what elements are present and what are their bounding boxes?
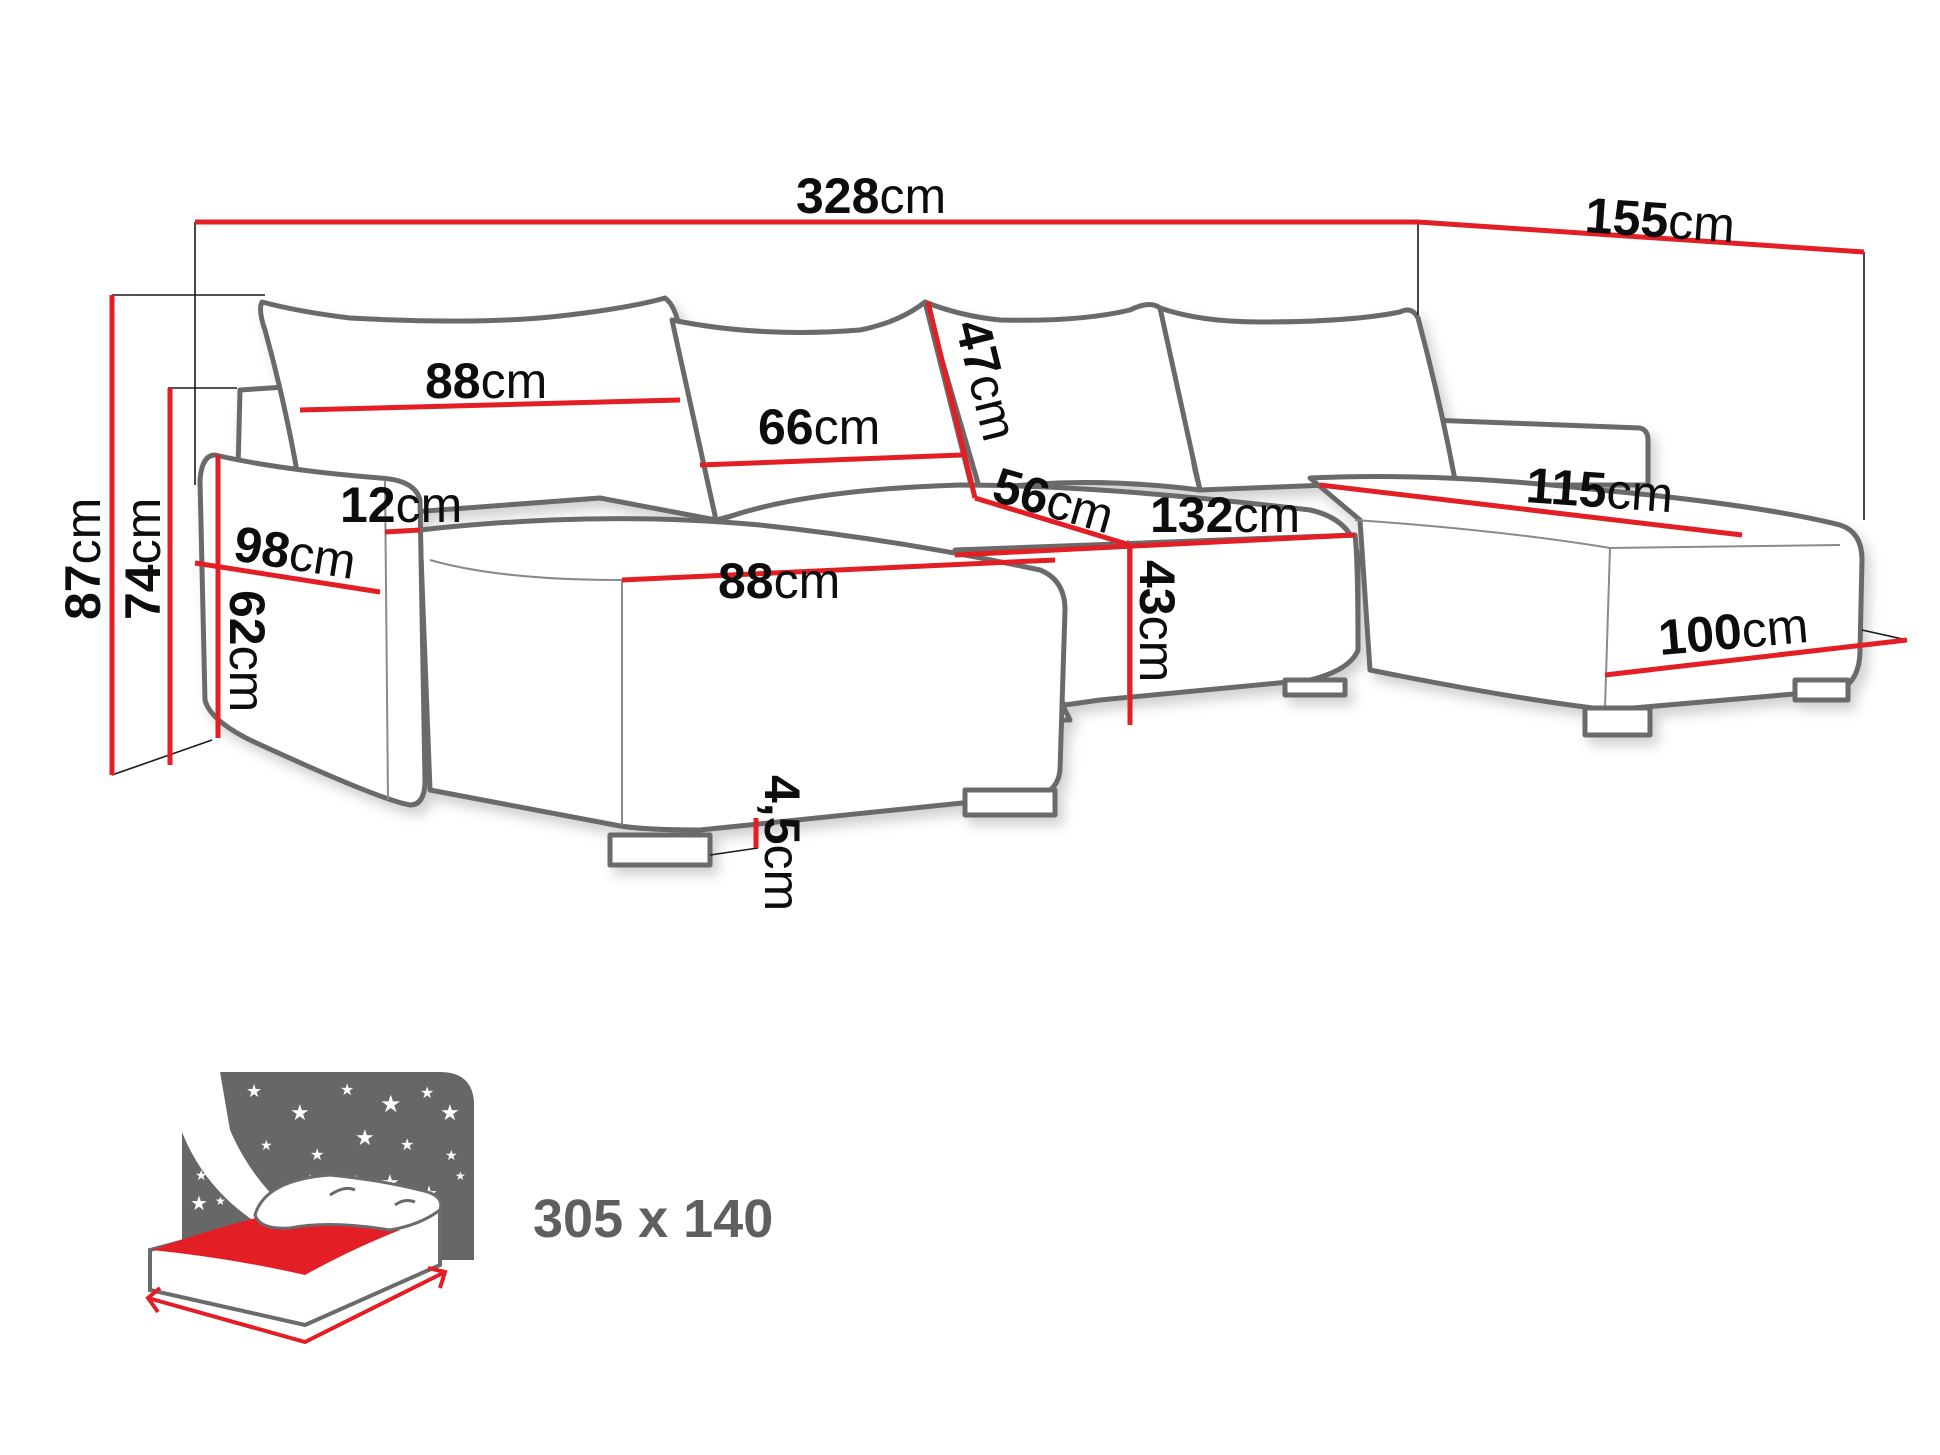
svg-text:★: ★ <box>246 1081 262 1102</box>
svg-text:★: ★ <box>355 1126 375 1151</box>
leg <box>1792 677 1851 703</box>
dim-line-88-seat <box>621 557 1056 583</box>
label-4-5: 4,5cm <box>754 775 810 911</box>
dim-line-12 <box>384 527 421 535</box>
label-88-back: 88cm <box>425 353 547 409</box>
svg-text:★: ★ <box>400 1135 414 1154</box>
svg-text:★: ★ <box>215 1194 226 1208</box>
svg-text:★: ★ <box>440 1101 460 1126</box>
label-100: 100cm <box>1656 597 1810 666</box>
dim-line-100 <box>1604 637 1908 678</box>
svg-text:★: ★ <box>445 1148 458 1164</box>
svg-text:★: ★ <box>190 1191 208 1215</box>
sleeping-area-label: 305 x 140 <box>533 1189 773 1249</box>
bed-with-night-sky-icon: ★ ★ ★ ★ ★ ★ ★ ★ ★ ★ ★ ★ ★ ★ ★ ★ ★ ★ ★ ★ <box>145 1072 474 1345</box>
svg-text:★: ★ <box>290 1101 310 1126</box>
label-62: 62cm <box>219 590 275 712</box>
label-66: 66cm <box>758 399 880 455</box>
label-115: 115cm <box>1524 457 1675 523</box>
svg-text:★: ★ <box>380 1090 402 1118</box>
label-87: 87cm <box>55 498 111 620</box>
dim-line-132 <box>954 532 1356 558</box>
sofa-drawing <box>197 295 1865 868</box>
svg-text:★: ★ <box>340 1080 354 1099</box>
left-chaise <box>417 516 1068 833</box>
svg-text:★: ★ <box>260 1138 273 1154</box>
label-12: 12cm <box>340 477 462 533</box>
dim-line-115 <box>1319 482 1743 538</box>
label-74: 74cm <box>115 498 171 620</box>
dim-line-66 <box>699 452 963 468</box>
leg <box>1582 705 1653 738</box>
label-132: 132cm <box>1150 487 1300 543</box>
leg <box>962 787 1058 818</box>
svg-text:★: ★ <box>195 1168 208 1184</box>
dim-line-88-back <box>299 397 681 413</box>
dim-line-56 <box>974 495 1131 548</box>
svg-text:★: ★ <box>310 1145 324 1164</box>
dimension-lines <box>109 219 1908 848</box>
label-155: 155cm <box>1583 187 1737 253</box>
svg-text:★: ★ <box>455 1169 466 1183</box>
front-left-armrest <box>197 452 428 808</box>
label-328: 328cm <box>796 168 946 224</box>
dim-line-47 <box>925 301 978 499</box>
label-43: 43cm <box>1129 560 1185 682</box>
dim-line-155 <box>1417 219 1865 255</box>
leg <box>607 832 713 868</box>
label-88-seat: 88cm <box>718 553 840 609</box>
back-cushion-1 <box>258 295 719 523</box>
label-98: 98cm <box>230 516 360 590</box>
svg-text:★: ★ <box>420 1083 434 1102</box>
back-cushion-4 <box>1157 305 1458 493</box>
right-armrest <box>1427 417 1651 488</box>
leg <box>1282 677 1348 698</box>
extension-lines <box>111 222 1908 856</box>
dim-line-98 <box>194 560 381 595</box>
